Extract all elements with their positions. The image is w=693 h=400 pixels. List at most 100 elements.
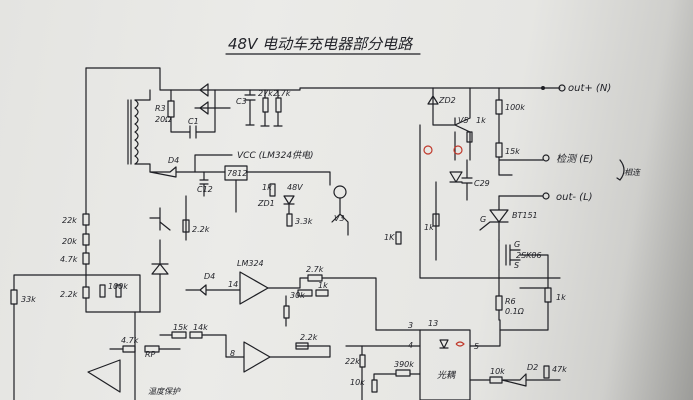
resistor-47k	[543, 365, 550, 379]
transistor-v5	[432, 87, 471, 161]
top-rail-wire	[85, 67, 561, 91]
resistor-1k-e	[432, 213, 440, 227]
label-v5: V5	[458, 116, 469, 125]
right-divider-wire	[498, 87, 544, 176]
opamp-14	[239, 271, 269, 305]
opto-arrow	[159, 221, 171, 231]
label-15k-r: 15k	[505, 147, 520, 156]
resistor-1k-f	[544, 287, 552, 303]
label-vcc: VCC (LM324供电)	[237, 150, 314, 161]
terminal-detect-label: 检测 (E)	[556, 153, 593, 165]
resistor-1k-r	[466, 131, 473, 143]
diode-right	[449, 171, 463, 183]
wire-1k-f	[499, 301, 549, 331]
tl431-symbol	[151, 263, 169, 275]
terminal-out-pos	[558, 84, 566, 92]
diode-top-1	[199, 83, 209, 97]
label-14k: 14k	[193, 323, 208, 332]
terminal-out-neg-label: out- (L)	[556, 192, 593, 203]
label-c3: C3	[236, 97, 247, 106]
label-20k: 20k	[62, 237, 77, 246]
label-r6: R6	[505, 297, 516, 306]
resistor-2k2-mid	[182, 219, 190, 233]
label-pin3: 3	[408, 321, 413, 330]
red-mark-2	[453, 145, 463, 155]
label-lm324: LM324	[237, 259, 264, 268]
transformer-core	[127, 99, 132, 165]
snubber-wires	[170, 89, 216, 133]
label-22k-c: 22k	[345, 357, 360, 366]
capacitor-c1	[189, 125, 197, 139]
zener-zd1	[283, 195, 295, 215]
junction-dot	[541, 86, 545, 90]
resistor-22k-c	[359, 354, 366, 368]
ic-wires	[345, 319, 501, 347]
ladder-cross-wire	[85, 274, 141, 313]
label-d4b: D4	[204, 272, 215, 281]
label-zd1: ZD1	[257, 199, 275, 208]
resistor-2k2-left	[82, 286, 90, 299]
label-d4: D4	[168, 156, 179, 165]
transistor-v3-leads	[331, 197, 349, 236]
label-7812: 7812	[227, 169, 247, 178]
label-fuse: 温度保护	[148, 387, 181, 396]
label-opto: 光耦	[437, 370, 457, 381]
red-mark-1	[423, 145, 433, 155]
resistor-22k	[82, 213, 90, 226]
opamp-8	[243, 341, 271, 373]
label-10k: 10k	[350, 378, 365, 387]
label-bt151: BT151	[512, 211, 538, 220]
opto-wires	[149, 195, 187, 241]
label-r3-val: 20Ω	[155, 115, 172, 124]
terminal-detect	[542, 154, 550, 162]
label-s: S	[514, 261, 519, 270]
label-27k: 27k	[258, 89, 273, 98]
opto-led	[439, 339, 449, 349]
label-2k7: 2.7k	[273, 89, 291, 98]
label-2k7-fb: 2.7k	[306, 265, 324, 274]
label-4k7-b: 4.7k	[121, 336, 139, 345]
label-33k: 33k	[21, 295, 36, 304]
resistor-4k7-b	[122, 345, 136, 353]
label-zd2: ZD2	[438, 96, 456, 105]
resistor-1k-b	[395, 231, 402, 245]
label-v3: V3	[334, 214, 345, 223]
diode-d4-wire	[149, 154, 233, 178]
label-d2: D2	[527, 363, 538, 372]
label-2k2-left: 2.2k	[60, 290, 78, 299]
transformer-winding	[134, 99, 139, 165]
wire-2k7	[273, 89, 283, 127]
label-10k-b: 10k	[490, 367, 505, 376]
label-4k7: 4.7k	[60, 255, 78, 264]
diode-d4b	[185, 284, 241, 296]
label-1k-c: 1k	[318, 281, 328, 290]
label-1k-f: 1k	[556, 293, 566, 302]
label-r3: R3	[155, 104, 166, 113]
resistor-15k-r	[495, 142, 503, 158]
ladder-wire	[85, 211, 161, 313]
label-48v: 48V	[287, 183, 303, 192]
resistor-2k2-b	[295, 342, 309, 350]
label-c29: C29	[474, 179, 490, 188]
label-1k-b: 1K	[384, 233, 395, 242]
label-pin14: 14	[228, 280, 238, 289]
resistor-2k2-l	[115, 284, 122, 298]
resistor-1k-d	[283, 305, 290, 319]
label-390k: 390k	[394, 360, 414, 369]
resistor-30k	[297, 289, 313, 297]
capacitor-c29	[461, 159, 473, 201]
terminal-out-neg	[542, 192, 550, 200]
resistor-2k7	[275, 97, 282, 113]
diagram-title: 48V 电动车充电器部分电路	[228, 35, 414, 53]
ic-left-wires	[361, 345, 421, 400]
reg-output-wire	[235, 171, 331, 213]
transistor-v3-body	[333, 185, 347, 199]
resistor-33k	[10, 289, 18, 305]
label-47k: 47k	[552, 365, 567, 374]
opamp-feedback-wire	[267, 277, 377, 331]
bottom-left-wires	[109, 311, 227, 400]
zener-zd2	[427, 87, 439, 105]
resistor-3k3	[286, 213, 293, 227]
